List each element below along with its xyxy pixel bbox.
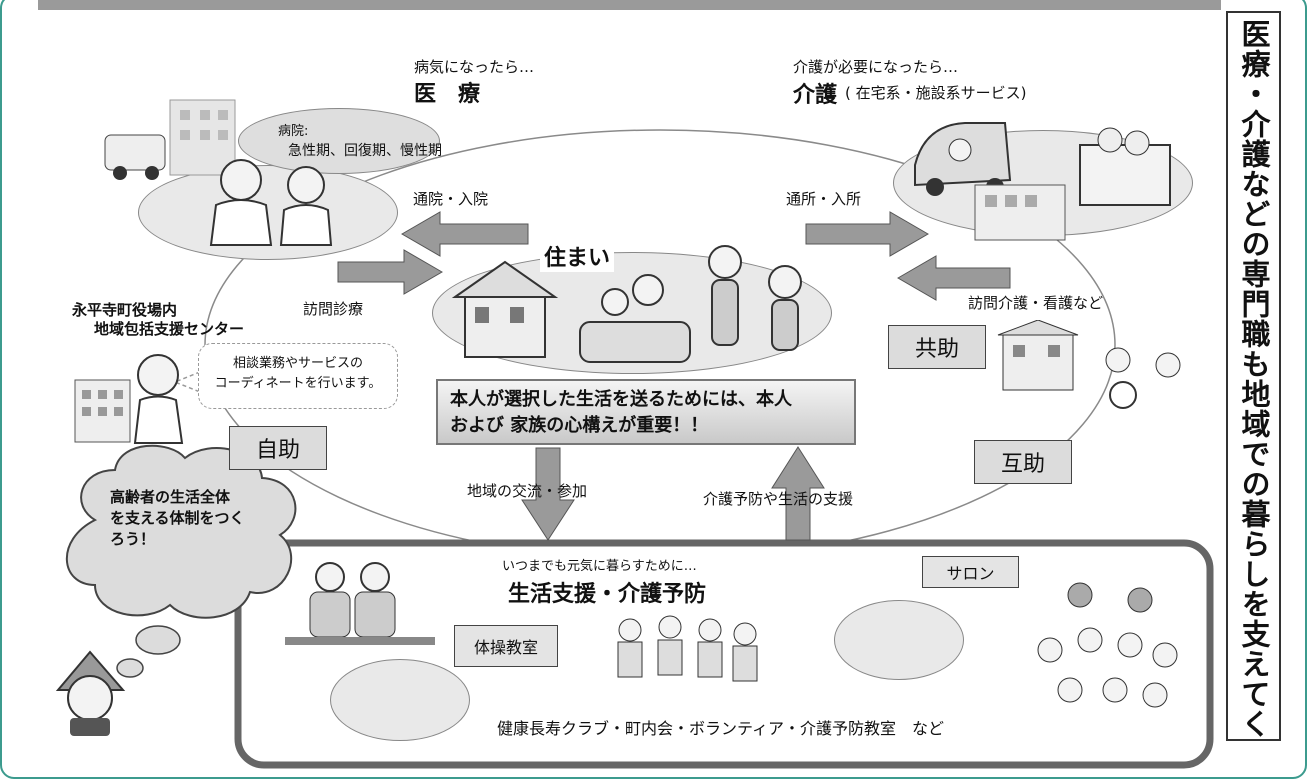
gojo-label: 互助 <box>974 440 1072 484</box>
arrow-down <box>521 447 575 541</box>
arrow-out-label-kaigo: 訪問介護・看護など <box>968 294 1104 312</box>
home-title: 住まい <box>540 240 615 272</box>
kaigo-caption: 介護が必要になったら… <box>793 58 959 76</box>
arrow-out-label-iryo: 訪問診療 <box>303 300 364 318</box>
salon-party-icon <box>1037 582 1178 708</box>
care-facility-icon <box>914 122 1171 241</box>
hospital-label-1: 病院: <box>278 124 309 139</box>
salon-label: サロン <box>922 556 1019 588</box>
message-box: 本人が選択した生活を送るためには、本人 および 家族の心構えが重要！！ <box>436 379 856 445</box>
doctors-icon <box>209 159 333 246</box>
town-office-line1: 永平寺町役場内 <box>72 301 178 319</box>
arrow-from-care <box>897 255 1011 301</box>
support-footer: 健康長寿クラブ・町内会・ボランティア・介護予防教室 など <box>497 719 945 738</box>
neighborhood-icon <box>997 320 1181 409</box>
arrow-up <box>771 446 825 541</box>
kaigo-title-sub: ( 在宅系・施設系サービス) <box>845 84 1027 102</box>
town-office-line2: 地域包括支援センター <box>94 320 245 338</box>
kaigo-title: 介護 <box>793 83 838 108</box>
hospital-label-2: 急性期、回復期、慢性期 <box>288 143 442 159</box>
iryo-caption: 病気になったら… <box>414 58 535 76</box>
support-container <box>234 539 1214 769</box>
flow-down-label: 地域の交流・参加 <box>467 482 588 500</box>
thought-dot-1 <box>135 625 181 655</box>
support-caption: いつまでも元気に暮らすために… <box>502 559 697 574</box>
mascot-icon <box>55 650 126 736</box>
club-ellipse <box>330 659 470 741</box>
thought-cloud <box>65 444 297 619</box>
consult-line-2: コーディネートを行います。 <box>214 376 382 391</box>
arrow-from-hospital <box>337 249 443 295</box>
consultant-icon <box>74 354 184 444</box>
arrow-in-label-kaigo: 通所・入所 <box>786 190 862 208</box>
thought-line-3: ろう！ <box>110 530 156 548</box>
thought-line-1: 高齢者の生活全体 <box>110 488 231 506</box>
kyojo-label: 共助 <box>888 325 986 369</box>
iryo-title: 医 療 <box>414 82 481 107</box>
exercise-group-icon <box>617 615 758 682</box>
vertical-banner: 医療・介護などの専門職も地域での暮らしを支えてくれます。 <box>1226 11 1281 741</box>
support-title: 生活支援・介護予防 <box>508 582 707 607</box>
message-line-1: 本人が選択した生活を送るためには、本人 <box>450 389 792 410</box>
consult-bubble: 相談業務やサービスの コーディネートを行います。 <box>198 343 398 409</box>
thought-line-2: を支える体制をつく <box>110 509 245 527</box>
arrow-to-hospital <box>401 211 529 257</box>
arrow-in-label-iryo: 通院・入院 <box>413 190 489 208</box>
consult-line-1: 相談業務やサービスの <box>232 356 363 371</box>
thought-dot-2 <box>116 658 144 678</box>
seniors-bench-icon <box>285 562 435 645</box>
hospital-label-ellipse <box>238 108 440 174</box>
salon-ellipse <box>834 600 964 680</box>
arrow-to-care <box>805 211 929 257</box>
jijo-label: 自助 <box>229 426 327 470</box>
taiso-label: 体操教室 <box>454 625 558 667</box>
vertical-banner-text: 医療・介護などの専門職も地域での暮らしを支えてくれます。 <box>1237 19 1271 739</box>
top-bar <box>38 0 1221 10</box>
family-home-icon <box>451 245 802 363</box>
ambulance-icon <box>104 99 236 180</box>
message-line-2: および 家族の心構えが重要！！ <box>450 415 709 436</box>
flow-up-label: 介護予防や生活の支援 <box>703 490 854 508</box>
thought-text: 高齢者の生活全体 を支える体制をつく ろう！ <box>110 487 270 550</box>
